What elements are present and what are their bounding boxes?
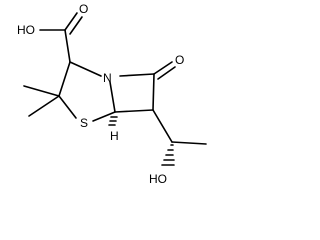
bond-c6-side: [152, 109, 173, 143]
bond-s-c5: [92, 111, 116, 122]
bond-c7-o-double-1: [153, 61, 173, 75]
label-ring-n: N: [103, 71, 112, 85]
bond-n-c5: [109, 81, 116, 113]
bond-n-c7: [119, 73, 155, 77]
bond-c3-n: [69, 61, 102, 77]
bond-c7-c6: [152, 73, 155, 111]
bond-c2-s: [58, 95, 77, 119]
molecule-structure: HO O N O S H HO: [17, 2, 207, 186]
hashed-wedge-oh: [161, 144, 175, 166]
bond-carboxyl-ring: [64, 29, 71, 63]
bond-c7-o-double-2: [157, 66, 176, 80]
bond-methyl-2: [28, 95, 60, 117]
bond-c-o-double-1: [64, 12, 78, 31]
bond-c3-c2: [58, 61, 71, 97]
hashed-wedge-h: [108, 116, 118, 126]
label-hydroxyl: HO: [149, 172, 167, 186]
label-lactam-o: O: [175, 53, 184, 67]
label-stereo-h: H: [110, 129, 119, 143]
bond-methyl-1: [23, 85, 60, 97]
bond-c-o-double-2: [69, 16, 83, 35]
label-carboxyl-o: O: [79, 2, 88, 16]
bond-side-methyl: [171, 141, 207, 145]
label-ring-s: S: [80, 116, 88, 130]
bond-c6-c5: [114, 109, 154, 113]
label-carboxyl-oh: HO: [17, 23, 35, 37]
